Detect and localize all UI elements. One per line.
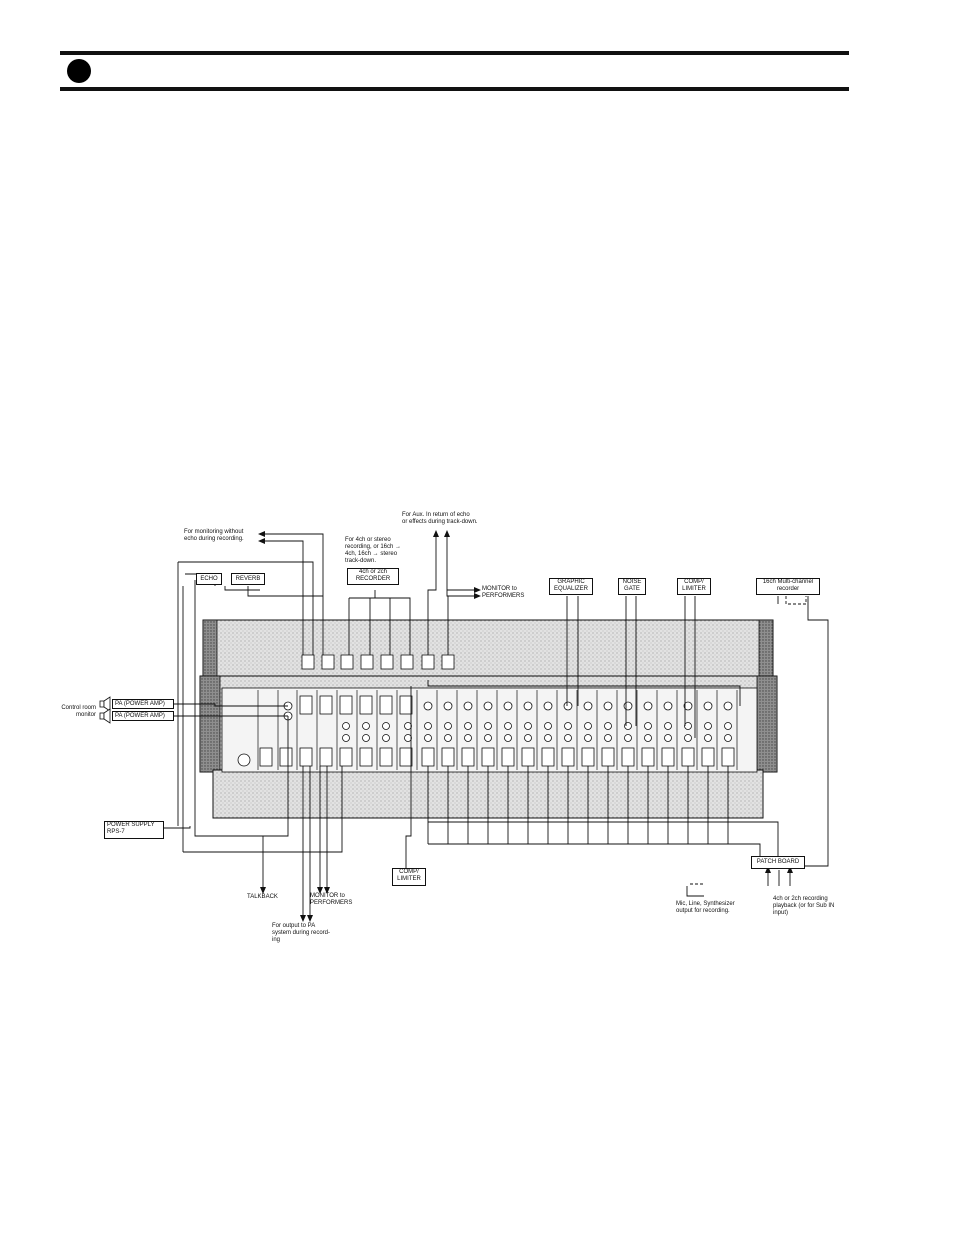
mic-line-note: Mic, Line, Synthesizer output for record…: [676, 901, 735, 914]
pa-output-note: For output to PA system during record- i…: [272, 923, 331, 943]
pa-amp-1-box: PA (POWER AMP): [112, 699, 174, 709]
wiring: [163, 533, 829, 918]
channel-strips: [257, 690, 738, 770]
pa-amp-2-box: PA (POWER AMP): [112, 711, 174, 721]
recording-note: For 4ch or stereo recording, or 16ch → 4…: [345, 537, 402, 564]
comp-limiter-bottom-box: COMP/ LIMITER: [392, 868, 426, 886]
control-room-label: Control room monitor: [61, 705, 96, 718]
echo-box: ECHO: [196, 573, 222, 585]
header-rule-top: [60, 51, 849, 55]
monitoring-note: For monitoring without echo during recor…: [184, 529, 244, 542]
aux-return-note: For Aux. In return of echo or effects du…: [402, 512, 478, 525]
arrowheads: [258, 530, 793, 922]
reverb-box: REVERB: [231, 573, 265, 585]
monitor-performers-bottom: MONITOR to PERFORMERS: [310, 893, 353, 906]
multitrack-recorder-box: 16ch Multi-channel recorder: [756, 578, 820, 595]
recorder-box: 4ch or 2ch RECORDER: [347, 568, 399, 585]
comp-limiter-top-box: COMP/ LIMITER: [677, 578, 711, 595]
dashed-links: [690, 596, 807, 885]
patch-board-box: PATCH BOARD: [751, 856, 805, 869]
talkback-label: TALKBACK: [247, 894, 278, 900]
header-rule-bottom: [60, 87, 849, 91]
noise-gate-box: NOISE GATE: [618, 578, 646, 595]
graphic-eq-box: GRAPHIC EQUALIZER: [549, 578, 593, 595]
speaker-icon: [99, 696, 111, 724]
channel-jacks: [237, 695, 735, 767]
monitor-performers-top: MONITOR to PERFORMERS: [482, 586, 525, 599]
power-supply-box: POWER SUPPLY RPS-7: [104, 821, 164, 839]
upper-jack-row: [301, 654, 455, 670]
section-bullet-icon: [67, 59, 91, 83]
playback-note: 4ch or 2ch recording playback (or for Su…: [773, 896, 835, 916]
